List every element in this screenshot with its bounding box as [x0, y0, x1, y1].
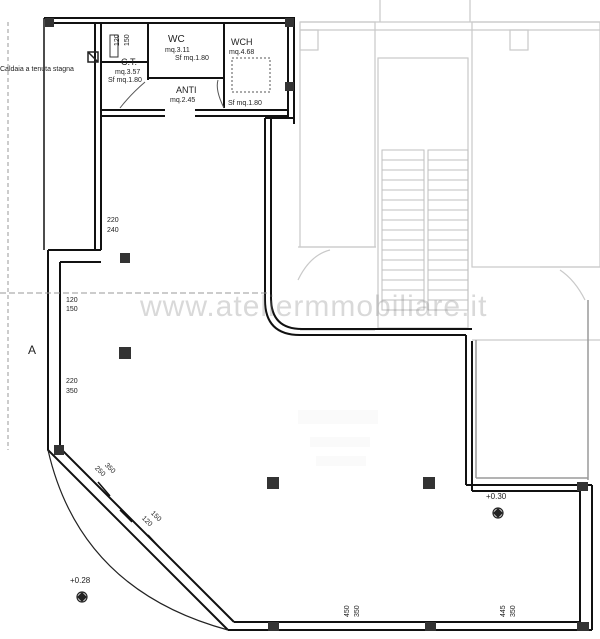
level-marker-left — [76, 591, 88, 603]
watermark: www.ateliermmobiliare.it — [140, 290, 488, 323]
faded-stamp — [310, 437, 370, 447]
room-area-wch: mq.4.68 — [229, 49, 255, 56]
section-marker: A — [28, 343, 37, 357]
room-name-ct: C.T. — [121, 57, 138, 67]
opening-dim-left2-a: 120 — [66, 297, 78, 304]
opening-dim-left1-b: 240 — [107, 227, 119, 234]
room-area-wc: mq.3.11 — [165, 47, 190, 54]
entrance-door-arc — [47, 449, 229, 631]
opening-dim-bottom1-b: 350 — [354, 605, 361, 617]
door-swing-wch — [216, 79, 225, 109]
level-label-right: +0.30 — [486, 492, 507, 501]
boiler-note: Caldaia a tenuta stagna — [0, 66, 74, 73]
room-sf-ct: Sf mq.1.80 — [108, 77, 142, 84]
pillars — [45, 18, 589, 631]
adjacent-unit-frame — [475, 300, 589, 480]
level-label-left: +0.28 — [70, 576, 91, 585]
opening-dim-left1-a: 220 — [107, 217, 119, 224]
room-sf-wc: Sf mq.1.80 — [175, 55, 209, 62]
stairs-left — [381, 149, 425, 311]
door-swing-ct — [119, 81, 146, 109]
room-sf-wch: Sf mq.1.80 — [228, 100, 262, 107]
room-name-wc: WC — [168, 34, 185, 45]
level-marker-right — [492, 507, 504, 519]
wc-fixture — [109, 34, 119, 58]
faded-stamp — [298, 410, 378, 424]
opening-dim-left2-b: 150 — [66, 306, 78, 313]
opening-dim-bottom2-b: 350 — [510, 605, 517, 617]
opening-dim-bottom1-a: 450 — [344, 605, 351, 617]
opening-dim-top-b: 150 — [124, 34, 131, 46]
interior-walls — [101, 23, 288, 117]
room-area-ct: mq.3.57 — [115, 69, 141, 76]
opening-dim-bottom2-a: 445 — [500, 605, 507, 617]
opening-dim-left3-a: 220 — [66, 378, 78, 385]
opening-dim-left3-b: 350 — [66, 388, 78, 395]
faded-stamp — [316, 456, 366, 466]
boiler — [87, 51, 99, 63]
room-name-anti: ANTI — [176, 85, 197, 95]
opening-dim-top-a: 120 — [114, 34, 121, 46]
room-name-wch: WCH — [231, 37, 253, 47]
room-area-anti: mq.2.45 — [170, 97, 196, 104]
wch-shower — [231, 57, 271, 93]
windows-diagonal — [97, 481, 161, 549]
stairs-right — [427, 149, 469, 311]
